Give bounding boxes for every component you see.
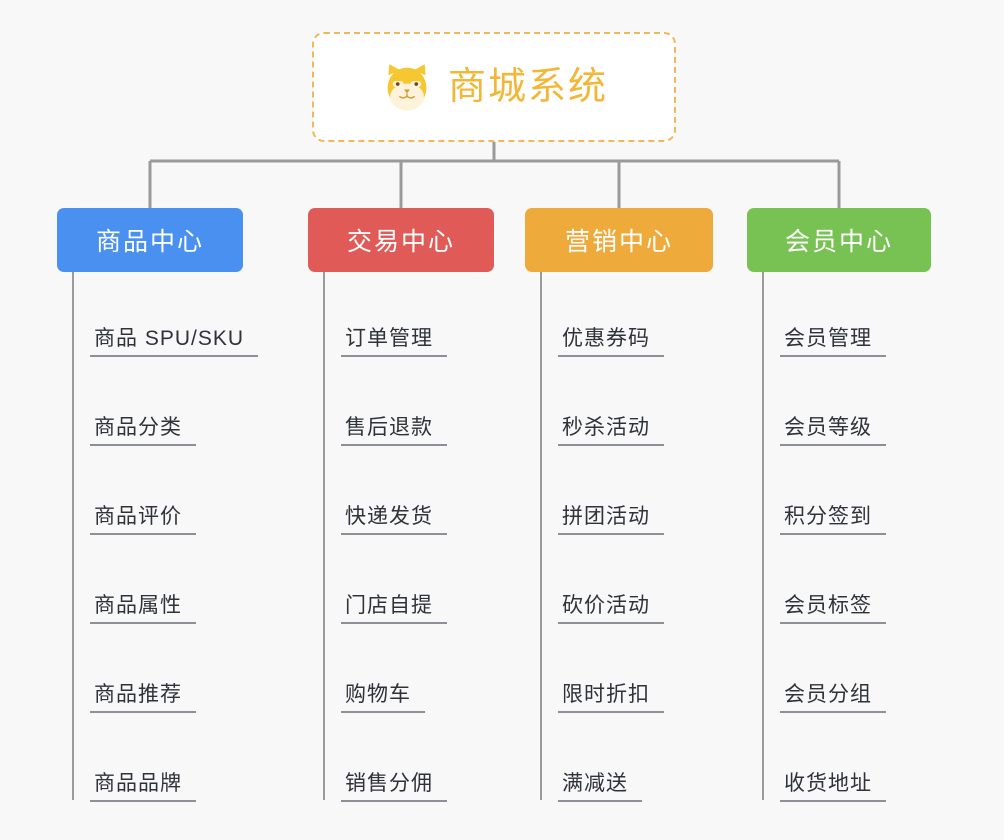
category-label: 商品中心: [95, 228, 204, 256]
leaf-item-label: 收货地址: [780, 772, 886, 802]
leaf-item-label: 购物车: [341, 683, 425, 713]
leaf-item[interactable]: 售后退款: [323, 361, 447, 450]
shiba-inu-icon: [387, 64, 427, 111]
leaf-item-label: 秒杀活动: [558, 416, 664, 446]
leaf-item[interactable]: 商品评价: [72, 450, 258, 539]
leaf-item-label: 商品分类: [90, 416, 196, 446]
category-box-member-center[interactable]: 会员中心: [747, 208, 931, 272]
leaf-item[interactable]: 会员管理: [762, 272, 886, 361]
leaf-item[interactable]: 会员等级: [762, 361, 886, 450]
leaf-item-label: 快递发货: [341, 505, 447, 535]
leaf-item[interactable]: 会员分组: [762, 628, 886, 717]
leaf-item-label: 砍价活动: [558, 594, 664, 624]
leaf-item[interactable]: 收货地址: [762, 717, 886, 806]
leaf-item[interactable]: 购物车: [323, 628, 447, 717]
leaf-item[interactable]: 满减送: [540, 717, 664, 806]
leaf-item-label: 售后退款: [341, 416, 447, 446]
leaf-item-label: 限时折扣: [558, 683, 664, 713]
leaf-item-label: 商品 SPU/SKU: [90, 327, 259, 357]
leaf-item[interactable]: 销售分佣: [323, 717, 447, 806]
leaf-item[interactable]: 优惠券码: [540, 272, 664, 361]
leaf-column-product-center: 商品 SPU/SKU 商品分类商品评价商品属性商品推荐商品品牌: [72, 272, 259, 806]
root-node[interactable]: 商城系统: [312, 32, 676, 142]
leaf-spine: [72, 272, 74, 800]
leaf-item-label: 会员标签: [780, 594, 886, 624]
leaf-item[interactable]: 砍价活动: [540, 539, 664, 628]
leaf-item-label: 优惠券码: [558, 327, 664, 357]
leaf-item[interactable]: 会员标签: [762, 539, 886, 628]
leaf-spine: [323, 272, 325, 800]
leaf-item-label: 门店自提: [341, 594, 447, 624]
leaf-item-label: 拼团活动: [558, 505, 664, 535]
leaf-item-label: 会员分组: [780, 683, 886, 713]
leaf-item-label: 会员管理: [780, 327, 886, 357]
leaf-item[interactable]: 商品品牌: [72, 717, 258, 806]
leaf-item[interactable]: 商品推荐: [72, 628, 258, 717]
leaf-item-label: 销售分佣: [341, 772, 447, 802]
leaf-item-label: 商品推荐: [90, 683, 196, 713]
leaf-item-label: 商品属性: [90, 594, 196, 624]
category-box-marketing-center[interactable]: 营销中心: [525, 208, 713, 272]
leaf-item-label: 商品评价: [90, 505, 196, 535]
leaf-item-label: 会员等级: [780, 416, 886, 446]
category-box-trade-center[interactable]: 交易中心: [308, 208, 494, 272]
category-label: 营销中心: [564, 228, 673, 256]
leaf-item[interactable]: 限时折扣: [540, 628, 664, 717]
leaf-column-trade-center: 订单管理售后退款快递发货门店自提购物车销售分佣: [323, 272, 447, 806]
category-label: 交易中心: [346, 228, 455, 256]
leaf-item-label: 积分签到: [780, 505, 886, 535]
leaf-spine: [762, 272, 764, 800]
leaf-item-label: 满减送: [558, 772, 642, 802]
leaf-item-label: 订单管理: [341, 327, 447, 357]
leaf-column-marketing-center: 优惠券码秒杀活动拼团活动砍价活动限时折扣满减送: [540, 272, 664, 806]
root-title: 商城系统: [447, 66, 608, 108]
leaf-item[interactable]: 积分签到: [762, 450, 886, 539]
category-label: 会员中心: [784, 228, 893, 256]
leaf-item[interactable]: 商品分类: [72, 361, 258, 450]
leaf-item[interactable]: 商品属性: [72, 539, 258, 628]
leaf-item[interactable]: 订单管理: [323, 272, 447, 361]
category-box-product-center[interactable]: 商品中心: [57, 208, 243, 272]
leaf-column-member-center: 会员管理会员等级积分签到会员标签会员分组收货地址: [762, 272, 886, 806]
leaf-item-label: 商品品牌: [90, 772, 196, 802]
leaf-item[interactable]: 秒杀活动: [540, 361, 664, 450]
leaf-item[interactable]: 快递发货: [323, 450, 447, 539]
leaf-item[interactable]: 商品 SPU/SKU: [72, 272, 259, 361]
leaf-item[interactable]: 拼团活动: [540, 450, 664, 539]
leaf-item[interactable]: 门店自提: [323, 539, 447, 628]
leaf-spine: [540, 272, 542, 800]
